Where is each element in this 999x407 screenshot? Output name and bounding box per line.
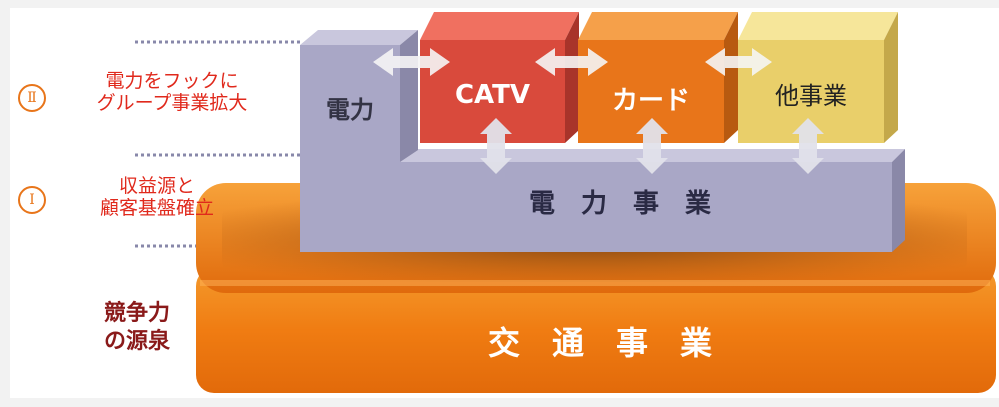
stage-1-label: 収益源と 顧客基盤確立: [99, 175, 214, 219]
arrow-card-power-business: [636, 118, 668, 174]
power-business-label: 電 力 事 業: [528, 189, 711, 219]
power-business-block: [300, 30, 905, 252]
competitiveness-source-label: 競争力 の源泉: [103, 301, 170, 354]
arrow-catv-power-business: [480, 118, 512, 174]
stage-2-numeral: Ⅱ: [18, 84, 46, 112]
transport-business-label: 交 通 事 業: [487, 324, 712, 362]
arrow-catv-card: [535, 48, 608, 76]
catv-label: CATV: [454, 80, 531, 110]
denryoku-label: 電力: [326, 96, 374, 124]
arrow-card-other: [705, 48, 772, 76]
stage-2-label: 電力をフックに グループ事業拡大: [96, 70, 248, 114]
card-block: [578, 12, 738, 143]
stage-1-numeral: Ⅰ: [18, 186, 46, 214]
arrow-power-catv: [373, 48, 450, 76]
other-business-label: 他事業: [775, 82, 847, 110]
card-label: カード: [611, 86, 690, 116]
arrow-other-power-business: [792, 118, 824, 174]
